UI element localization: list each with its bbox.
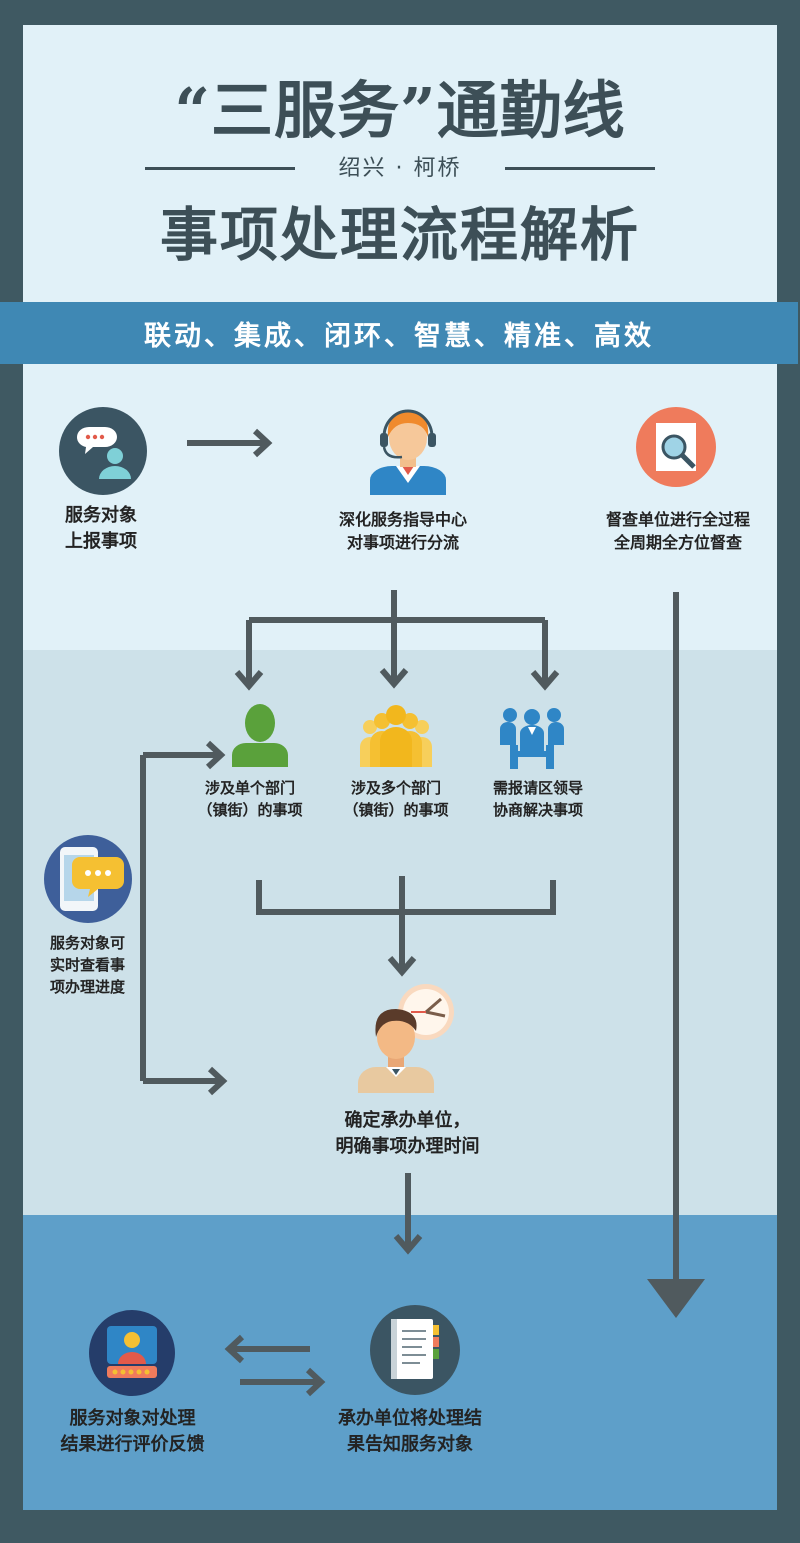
- chat-user-icon: [59, 407, 147, 495]
- merge-bar: [256, 880, 556, 915]
- feedback-label: 服务对象对处理结果进行评价反馈: [60, 1408, 205, 1456]
- businessman-icon: [358, 1009, 434, 1093]
- leader-label: 需报请区领导协商解决事项: [492, 779, 583, 819]
- notify-label: 承办单位将处理结果告知服务对象: [338, 1408, 482, 1456]
- group-people-icon: [360, 705, 432, 767]
- progress-label: 服务对象可实时查看事项办理进度: [49, 934, 125, 996]
- report-label: 服务对象上报事项: [65, 505, 137, 553]
- assign-label: 确定承办单位，明确事项办理时间: [335, 1110, 480, 1158]
- notebook-icon: [370, 1305, 460, 1395]
- secondary-title: 事项处理流程解析: [159, 201, 640, 269]
- subtitle-rule-right: [505, 167, 655, 170]
- main-title: “三服务”通勤线: [174, 74, 626, 147]
- single-person-icon: [232, 704, 288, 767]
- phone-message-icon: [44, 835, 132, 923]
- operator-icon: [370, 409, 446, 495]
- rating-user-icon: [89, 1310, 175, 1396]
- keywords-ribbon: 联动、集成、闭环、智慧、精准、高效: [0, 302, 798, 364]
- subtitle: 绍兴 · 柯桥: [338, 156, 462, 181]
- meeting-icon: [500, 708, 564, 769]
- single-dept-label: 涉及单个部门（镇街）的事项: [197, 779, 303, 819]
- multi-dept-label: 涉及多个部门（镇街）的事项: [343, 779, 449, 819]
- magnifier-icon: [636, 407, 716, 487]
- center-label: 深化服务指导中心对事项进行分流: [338, 510, 467, 553]
- subtitle-rule-left: [145, 167, 295, 170]
- supervise-label: 督查单位进行全过程全周期全方位督查: [605, 510, 750, 553]
